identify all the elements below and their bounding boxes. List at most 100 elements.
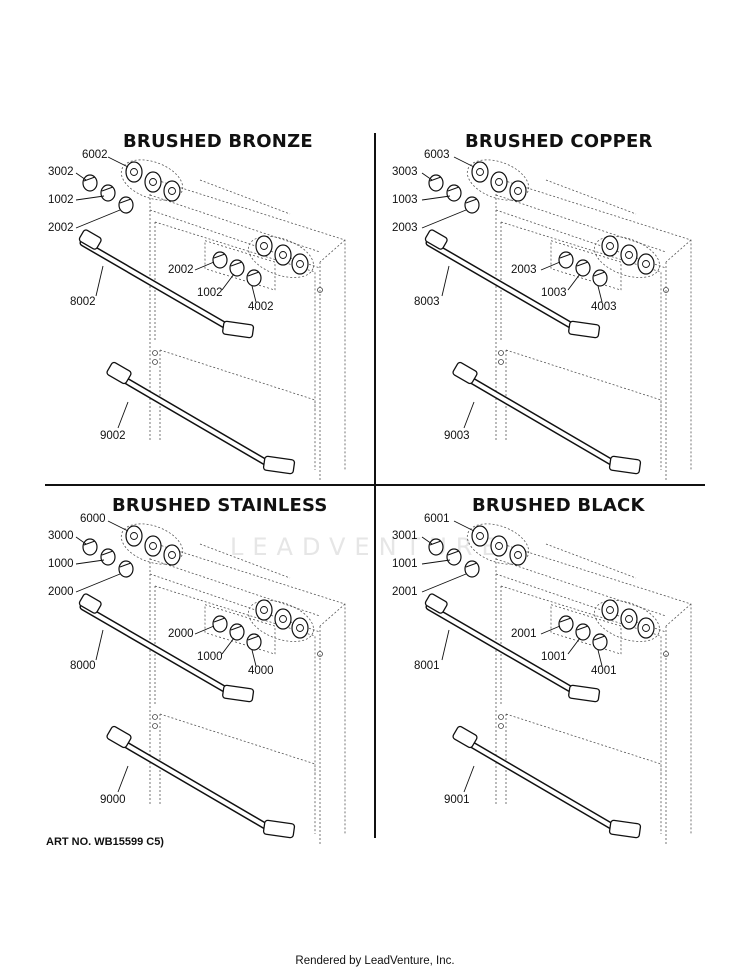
knob-icon bbox=[464, 560, 480, 578]
dial-center-icon bbox=[260, 606, 268, 614]
lower-handle-end-right bbox=[608, 455, 642, 475]
upper-handle-end-right bbox=[568, 684, 601, 703]
lower-handle-bar-highlight bbox=[116, 374, 274, 468]
upper-handle-end-right bbox=[222, 320, 255, 339]
callout-handle-upper: 8000 bbox=[70, 660, 96, 672]
dial-center-icon bbox=[514, 187, 522, 195]
knob-grip-icon bbox=[465, 198, 478, 204]
dial-center-icon bbox=[168, 551, 176, 559]
screw-icon bbox=[152, 350, 158, 356]
callout-handle-upper: 8003 bbox=[414, 296, 440, 308]
screw-icon bbox=[317, 651, 323, 657]
knob-icon bbox=[212, 615, 228, 633]
dial-center-icon bbox=[476, 168, 484, 176]
range-body-outline bbox=[495, 177, 692, 480]
knob-grip-icon bbox=[247, 271, 260, 277]
trim-ring-group-outline bbox=[120, 159, 184, 201]
lower-handle-end-right bbox=[262, 455, 296, 475]
dial-center-icon bbox=[495, 542, 503, 550]
leader-line bbox=[75, 559, 105, 565]
callout-panel-a: 2003 bbox=[511, 264, 537, 276]
quadrant-title: BRUSHED BLACK bbox=[472, 495, 645, 516]
dial-icon bbox=[620, 608, 638, 630]
leader-line bbox=[441, 629, 450, 661]
knob-grip-icon bbox=[447, 186, 460, 192]
dial-icon bbox=[620, 244, 638, 266]
dial-center-icon bbox=[625, 615, 633, 623]
callout-panel-a: 2001 bbox=[511, 628, 537, 640]
upper-handle-end-left bbox=[78, 229, 102, 250]
dial-icon bbox=[144, 171, 162, 193]
callout-knob-low: 2000 bbox=[48, 586, 74, 598]
lower-handle-bar-highlight bbox=[116, 738, 274, 832]
dial-center-icon bbox=[149, 542, 157, 550]
knob-icon bbox=[246, 269, 262, 287]
leader-line bbox=[221, 637, 235, 655]
knob-icon bbox=[82, 538, 98, 556]
knob-grip-icon bbox=[559, 253, 572, 259]
knob-icon bbox=[229, 623, 245, 641]
dial-icon bbox=[255, 599, 273, 621]
callout-knob-mid: 1003 bbox=[392, 194, 418, 206]
dial-center-icon bbox=[279, 615, 287, 623]
leader-line bbox=[75, 573, 121, 593]
leader-line bbox=[453, 156, 475, 168]
knob-grip-icon bbox=[559, 617, 572, 623]
dial-center-icon bbox=[260, 242, 268, 250]
knob-icon bbox=[118, 560, 134, 578]
knob-icon bbox=[464, 196, 480, 214]
range-drawing bbox=[75, 156, 346, 480]
dial-icon bbox=[490, 171, 508, 193]
knob-grip-icon bbox=[429, 176, 442, 182]
lower-handle-end-left bbox=[106, 725, 132, 749]
callout-knob-low: 2003 bbox=[392, 222, 418, 234]
dial-group-outline bbox=[248, 236, 314, 278]
leader-line bbox=[421, 559, 451, 565]
quadrant-title: BRUSHED COPPER bbox=[465, 131, 653, 152]
range-group bbox=[75, 520, 346, 844]
knob-icon bbox=[592, 633, 608, 651]
callout-panel-b: 1003 bbox=[541, 287, 567, 299]
callout-knob-low: 2001 bbox=[392, 586, 418, 598]
lower-handle-end-left bbox=[106, 361, 132, 385]
leader-line bbox=[540, 625, 561, 635]
control-panel-outline bbox=[495, 179, 667, 269]
dial-center-icon bbox=[642, 260, 650, 268]
leader-line bbox=[421, 573, 467, 593]
callout-panel-b: 1000 bbox=[197, 651, 223, 663]
knob-grip-icon bbox=[593, 271, 606, 277]
callout-panel-b: 1001 bbox=[541, 651, 567, 663]
knob-icon bbox=[446, 184, 462, 202]
callout-trim-ring: 6002 bbox=[82, 149, 108, 161]
callout-handle-lower: 9003 bbox=[444, 430, 470, 442]
knob-icon bbox=[100, 548, 116, 566]
knob-icon bbox=[212, 251, 228, 269]
leader-line bbox=[421, 195, 451, 201]
leader-line bbox=[540, 261, 561, 271]
callout-panel-b: 1002 bbox=[197, 287, 223, 299]
range-body-outline bbox=[149, 541, 346, 844]
knob-grip-icon bbox=[576, 625, 589, 631]
range-body-outline bbox=[149, 177, 346, 480]
screw-icon bbox=[498, 714, 504, 720]
dial-icon bbox=[637, 253, 655, 275]
upper-handle-end-left bbox=[78, 593, 102, 614]
leader-line bbox=[421, 209, 467, 229]
screw-icon bbox=[498, 359, 504, 365]
range-drawing bbox=[421, 156, 692, 480]
upper-handle-end-left bbox=[424, 593, 448, 614]
callout-handle-upper: 8001 bbox=[414, 660, 440, 672]
callout-handle-lower: 9001 bbox=[444, 794, 470, 806]
knob-icon bbox=[82, 174, 98, 192]
dial-center-icon bbox=[606, 606, 614, 614]
dial-icon bbox=[601, 235, 619, 257]
leader-line bbox=[251, 649, 257, 667]
knob-grip-icon bbox=[83, 176, 96, 182]
lower-handle-bar-highlight bbox=[462, 374, 620, 468]
leader-line bbox=[75, 172, 87, 181]
dial-icon bbox=[490, 535, 508, 557]
leader-line bbox=[75, 195, 105, 201]
lower-handle-bar-highlight bbox=[462, 738, 620, 832]
callout-handle-lower: 9002 bbox=[100, 430, 126, 442]
knob-grip-icon bbox=[213, 253, 226, 259]
